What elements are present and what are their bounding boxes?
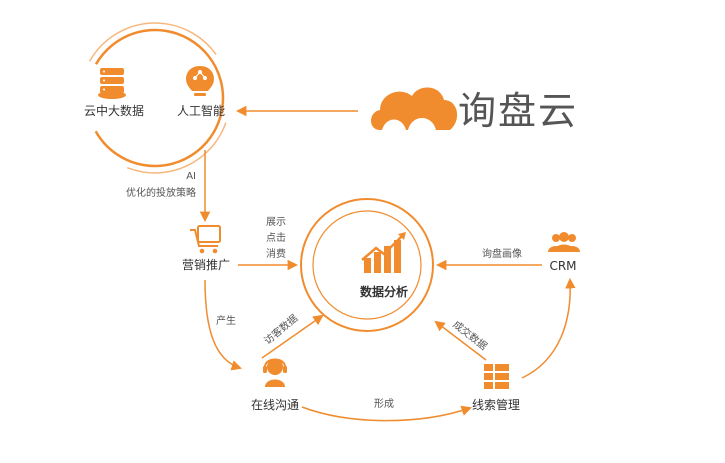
cart-monitor-icon — [190, 225, 221, 254]
edge-click: 点击 — [266, 232, 286, 244]
edge-form: 形成 — [374, 398, 394, 410]
cloud-logo-icon — [371, 87, 458, 130]
node-cloud-big-data: 云中大数据 — [84, 103, 144, 118]
node-data-analysis: 数据分析 — [360, 284, 408, 299]
center-rings — [300, 198, 434, 332]
arrow-chat-to-center — [261, 314, 324, 359]
node-online-chat: 在线沟通 — [251, 398, 299, 412]
bar-trend-icon — [361, 232, 406, 273]
arrow-marketing-to-chat — [204, 279, 242, 371]
ai-bulb-icon — [186, 66, 214, 96]
list-grid-icon — [484, 364, 509, 389]
node-ai-smart: 人工智能 — [177, 103, 225, 118]
node-marketing: 营销推广 — [182, 258, 230, 272]
arrow-leads-to-crm — [521, 277, 576, 379]
edge-spend: 消费 — [266, 247, 286, 260]
edge-inquiry-profile: 询盘画像 — [482, 247, 522, 260]
edge-strategy: 优化的投放策略 — [126, 186, 196, 199]
edge-ai: AI — [186, 171, 196, 182]
arrow-chat-to-leads — [301, 405, 472, 422]
edge-display: 展示 — [266, 216, 286, 228]
edge-produce: 产生 — [216, 314, 236, 327]
brand-name: 询盘云 — [458, 89, 578, 133]
top-left-ring — [79, 22, 231, 174]
node-crm: CRM — [549, 259, 576, 273]
node-lead-management: 线索管理 — [472, 397, 520, 412]
database-cloud-icon — [98, 68, 126, 99]
user-group-icon — [548, 232, 580, 252]
arrow-leads-to-center — [434, 320, 487, 361]
headset-agent-icon — [263, 358, 287, 387]
edge-visitor-data: 访客数据 — [261, 311, 300, 347]
